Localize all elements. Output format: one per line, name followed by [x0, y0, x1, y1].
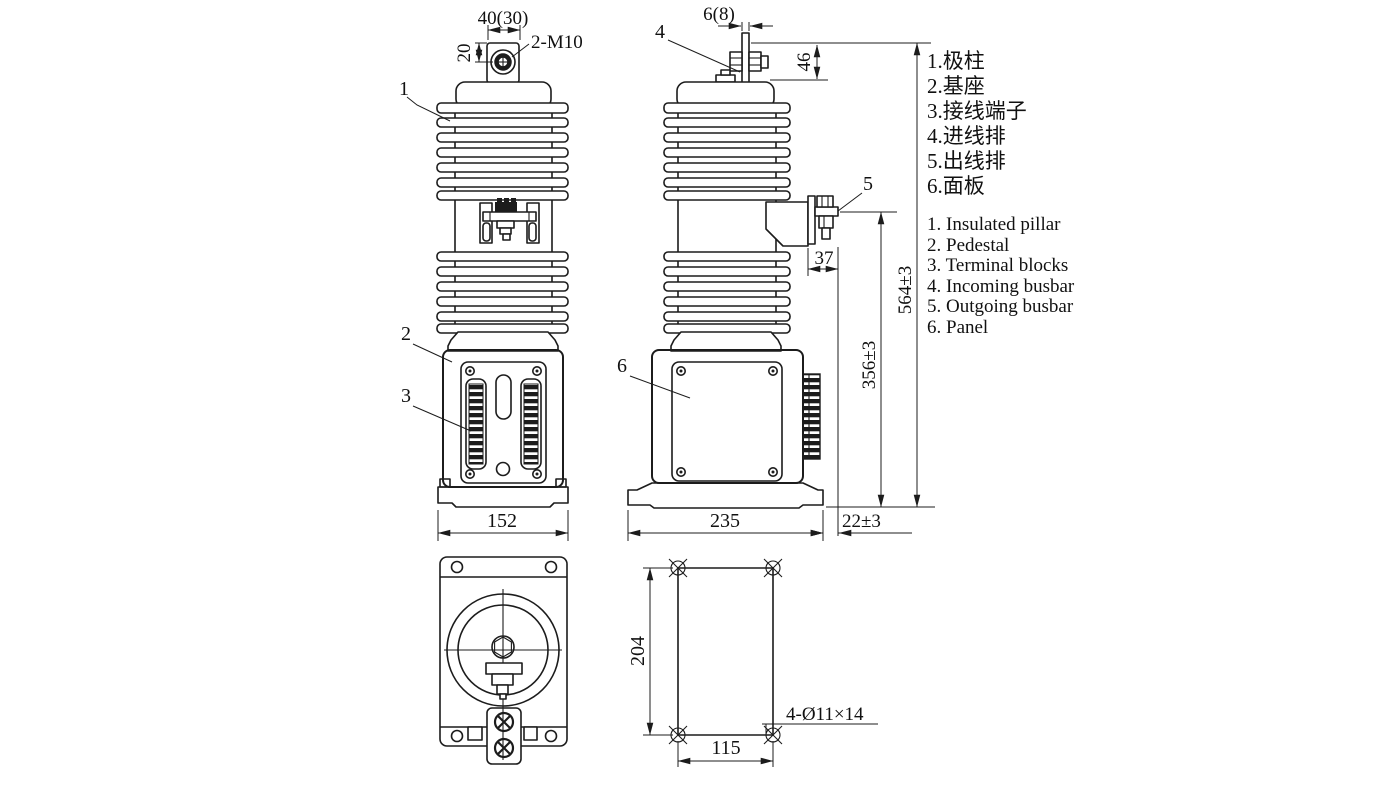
- terminal-blocks-side-edge: [802, 373, 821, 460]
- callout-2-leader: [412, 343, 453, 363]
- side-panel: [671, 361, 783, 482]
- legend-cn-4: 4.进线排: [927, 124, 1006, 148]
- legend-en-1: 1. Insulated pillar: [927, 214, 1061, 235]
- dim-incoming-busbar-height: 46: [770, 44, 828, 81]
- dim-mount-hole-spacing-v: 204: [627, 567, 673, 736]
- legend-cn-2: 2.基座: [927, 74, 985, 98]
- panel-slot: [495, 374, 512, 420]
- terminal-pad-front: [486, 42, 520, 84]
- callout-4-leader: [667, 39, 741, 73]
- dim-pad-width: 40(30): [478, 8, 529, 40]
- dim-base-width-side-text: 235: [710, 510, 740, 532]
- legend-cn-5: 5.出线排: [927, 149, 1006, 173]
- callout-1: 1: [399, 78, 409, 100]
- legend-cn-6: 6.面板: [927, 174, 985, 198]
- legend-cn-1: 1.极柱: [927, 49, 985, 73]
- dim-base-width-front-text: 152: [487, 510, 517, 532]
- legend-en-6: 6. Panel: [927, 317, 988, 338]
- dim-outgoing-busbar-height-text: 356±3: [859, 341, 880, 389]
- dim-outgoing-busbar-height: 356±3: [840, 211, 897, 508]
- legend-en-2: 2. Pedestal: [927, 235, 1009, 256]
- legend-en-3: 3. Terminal blocks: [927, 255, 1068, 276]
- dim-thread-spec-text: 2-M10: [531, 32, 583, 53]
- callout-1-leader: [406, 96, 451, 122]
- legend-en-5: 5. Outgoing busbar: [927, 296, 1074, 317]
- dim-pad-width-text: 40(30): [478, 8, 529, 29]
- mounting-hole-top-right: [763, 558, 783, 578]
- dim-busbar-thickness-text: 6(8): [703, 4, 735, 25]
- callout-2: 2: [401, 323, 411, 345]
- dim-base-width-front: 152: [437, 510, 569, 541]
- front-panel: [460, 361, 547, 484]
- dim-total-height: 564±3: [826, 42, 935, 508]
- dim-pad-hole-offset: 20: [454, 42, 493, 63]
- side-foot: [627, 482, 824, 509]
- dim-busbar-overhang: 22±3: [809, 511, 912, 537]
- dim-outgoing-busbar-offset-text: 37: [815, 248, 834, 269]
- callout-5: 5: [863, 173, 873, 195]
- insulated-pillar-side: [663, 81, 791, 352]
- dim-mount-hole-spec: 4-Ø11×14: [762, 704, 878, 735]
- dim-thread-spec: 2-M10: [511, 32, 583, 58]
- dim-mount-hole-spacing-h-text: 115: [711, 737, 740, 759]
- dim-busbar-overhang-text: 22±3: [842, 511, 881, 532]
- dim-mount-hole-spec-text: 4-Ø11×14: [786, 704, 864, 725]
- center-bolt-assembly: [485, 635, 523, 700]
- dim-busbar-thickness: 6(8): [703, 4, 773, 31]
- incoming-busbar: [715, 32, 769, 86]
- panel-screws-front: [464, 365, 542, 479]
- bottom-view: [439, 556, 568, 765]
- dim-mount-hole-spacing-v-text: 204: [627, 636, 649, 666]
- contact-mechanism-front: [479, 198, 540, 244]
- dim-pad-hole-offset-text: 20: [454, 44, 475, 63]
- m10-threaded-hole: [494, 53, 512, 71]
- panel-hole: [495, 461, 511, 477]
- front-view: [436, 42, 569, 508]
- dim-base-width-side: 235: [627, 510, 824, 541]
- legend-cn: 1.极柱 2.基座 3.接线端子 4.进线排 5.出线排 6.面板: [927, 49, 1027, 198]
- callouts: 1 2 3 4 5 6: [399, 21, 873, 432]
- insulated-pillar-front: [436, 81, 569, 352]
- callout-3-leader: [412, 405, 472, 432]
- callout-6: 6: [617, 355, 627, 377]
- dim-total-height-text: 564±3: [895, 266, 916, 314]
- side-view: [627, 32, 839, 509]
- outgoing-busbar: [765, 195, 839, 247]
- callout-4: 4: [655, 21, 665, 43]
- dim-incoming-busbar-height-text: 46: [794, 53, 815, 72]
- callout-6-leader: [629, 375, 691, 399]
- callout-5-leader: [837, 192, 863, 212]
- dim-outgoing-busbar-offset: 37: [807, 248, 839, 276]
- bottom-mounting-tab: [486, 707, 522, 765]
- legend-cn-3: 3.接线端子: [927, 99, 1027, 123]
- mounting-hole-layout: 204 115 4-Ø11×14: [627, 558, 878, 767]
- callout-3: 3: [401, 385, 411, 407]
- legend-en: 1. Insulated pillar 2. Pedestal 3. Termi…: [927, 214, 1075, 338]
- pedestal-front: [437, 349, 569, 508]
- panel-screws-side: [675, 365, 778, 477]
- dim-mount-hole-spacing-h: 115: [677, 737, 774, 767]
- pedestal-side: [627, 349, 824, 509]
- terminal-blocks-front: [465, 378, 542, 470]
- legend-en-4: 4. Incoming busbar: [927, 276, 1075, 297]
